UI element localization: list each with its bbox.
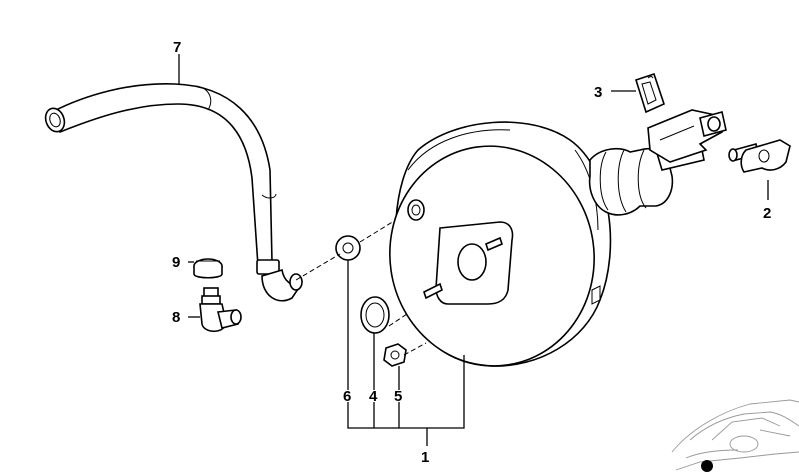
callout-1: 1 <box>421 449 429 466</box>
callout-8: 8 <box>172 309 180 326</box>
clevis-fork <box>647 109 727 163</box>
callout-7: 7 <box>173 39 181 56</box>
clevis-pin <box>728 139 791 173</box>
callout-5: 5 <box>394 388 402 405</box>
o-ring <box>360 296 390 334</box>
callout-6: 6 <box>343 388 351 405</box>
angle-connector <box>199 287 242 333</box>
grommet <box>335 235 361 261</box>
callout-9: 9 <box>172 254 180 271</box>
leader-lines <box>178 54 769 446</box>
callout-4: 4 <box>369 388 378 405</box>
callout-labels: 7 3 2 9 8 6 4 5 1 <box>172 39 771 466</box>
spring-clip <box>635 72 665 114</box>
car-locator-thumbnail <box>671 399 799 471</box>
callout-3: 3 <box>594 84 602 101</box>
callout-2: 2 <box>763 205 771 222</box>
hose-clamp <box>193 258 223 279</box>
brake-booster <box>389 121 612 367</box>
nut <box>383 343 407 367</box>
locator-marker <box>701 460 713 472</box>
